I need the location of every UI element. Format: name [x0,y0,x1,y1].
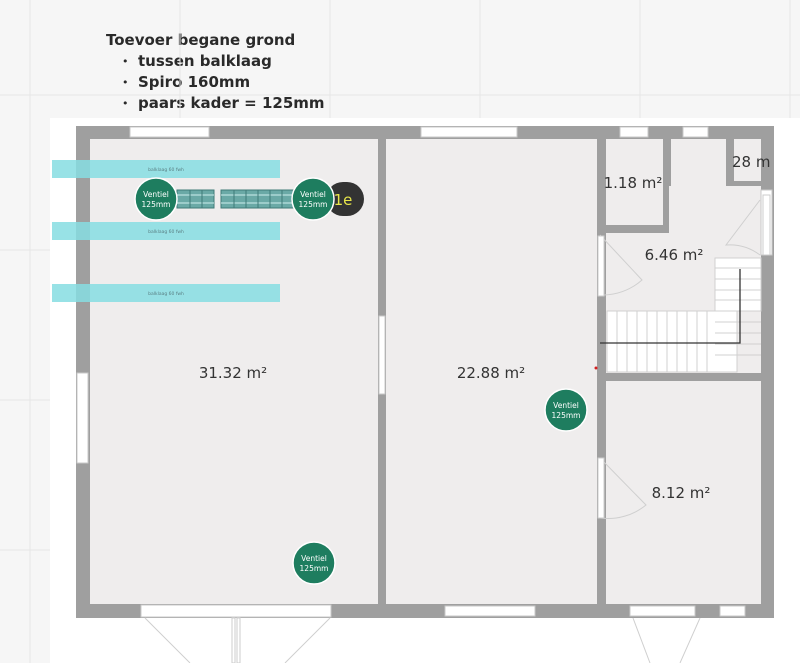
vent-4-label: Ventiel [301,554,327,563]
joist-beam-label-3: balklaag 60 fwh [148,291,184,297]
supply-note-list: tussen balklaag Spiro 160mm paars kader … [106,51,325,114]
door-swings [144,199,761,663]
room-area-living: 31.32 m² [199,364,267,382]
vent-1-size: 125mm [142,200,171,209]
vent-2-label: Ventiel [300,190,326,199]
room-floors [90,139,761,604]
room-area-cut-top-right: 28 m [732,153,770,171]
spiro-duct [176,189,296,209]
vent-1[interactable]: Ventiel 125mm [134,177,178,221]
floor-badge-label: 1e [334,191,353,209]
door-leaf-entrance-left [231,617,236,663]
door-leaf-hall [597,235,605,297]
origin-marker [594,366,598,370]
vent-3-label: Ventiel [553,401,579,410]
vent-2[interactable]: Ventiel 125mm [291,177,335,221]
room-area-small-top: 1.18 m² [604,174,663,192]
note-item-purple-frame: paars kader = 125mm [122,93,325,114]
spiro-duct-segment-1 [176,189,215,209]
joist-beam-label-2: balklaag 60 fwh [148,229,184,235]
door-leaf-right [762,194,771,256]
stair-handrail [600,269,741,344]
joist-beam-label-1: balklaag 60 fwh [148,167,184,173]
room-area-middle: 22.88 m² [457,364,525,382]
room-area-hall: 6.46 m² [645,246,704,264]
room-area-bottom-right: 8.12 m² [652,484,711,502]
note-item-between-joists: tussen balklaag [122,51,325,72]
vent-2-size: 125mm [299,200,328,209]
vent-3-size: 125mm [552,411,581,420]
joist-beam-3 [52,284,280,302]
vent-3[interactable]: Ventiel 125mm [544,388,588,432]
floor-badge[interactable]: 1e [326,182,364,216]
vent-1-label: Ventiel [143,190,169,199]
staircase [606,257,762,373]
joist-beams: balklaag 60 fwh balklaag 60 fwh balklaag… [52,160,280,302]
joist-beam-1 [52,160,280,178]
vent-4[interactable]: Ventiel 125mm [292,541,336,585]
joist-beam-2 [52,222,280,240]
door-leaf-bottom [597,457,605,519]
note-item-spiro: Spiro 160mm [122,72,325,93]
vent-4-size: 125mm [300,564,329,573]
inner-walls [598,181,761,373]
supply-note-title: Toevoer begane grond [106,31,296,49]
door-leaf-entrance-right [236,617,241,663]
supply-note: Toevoer begane grond tussen balklaag Spi… [106,30,325,114]
